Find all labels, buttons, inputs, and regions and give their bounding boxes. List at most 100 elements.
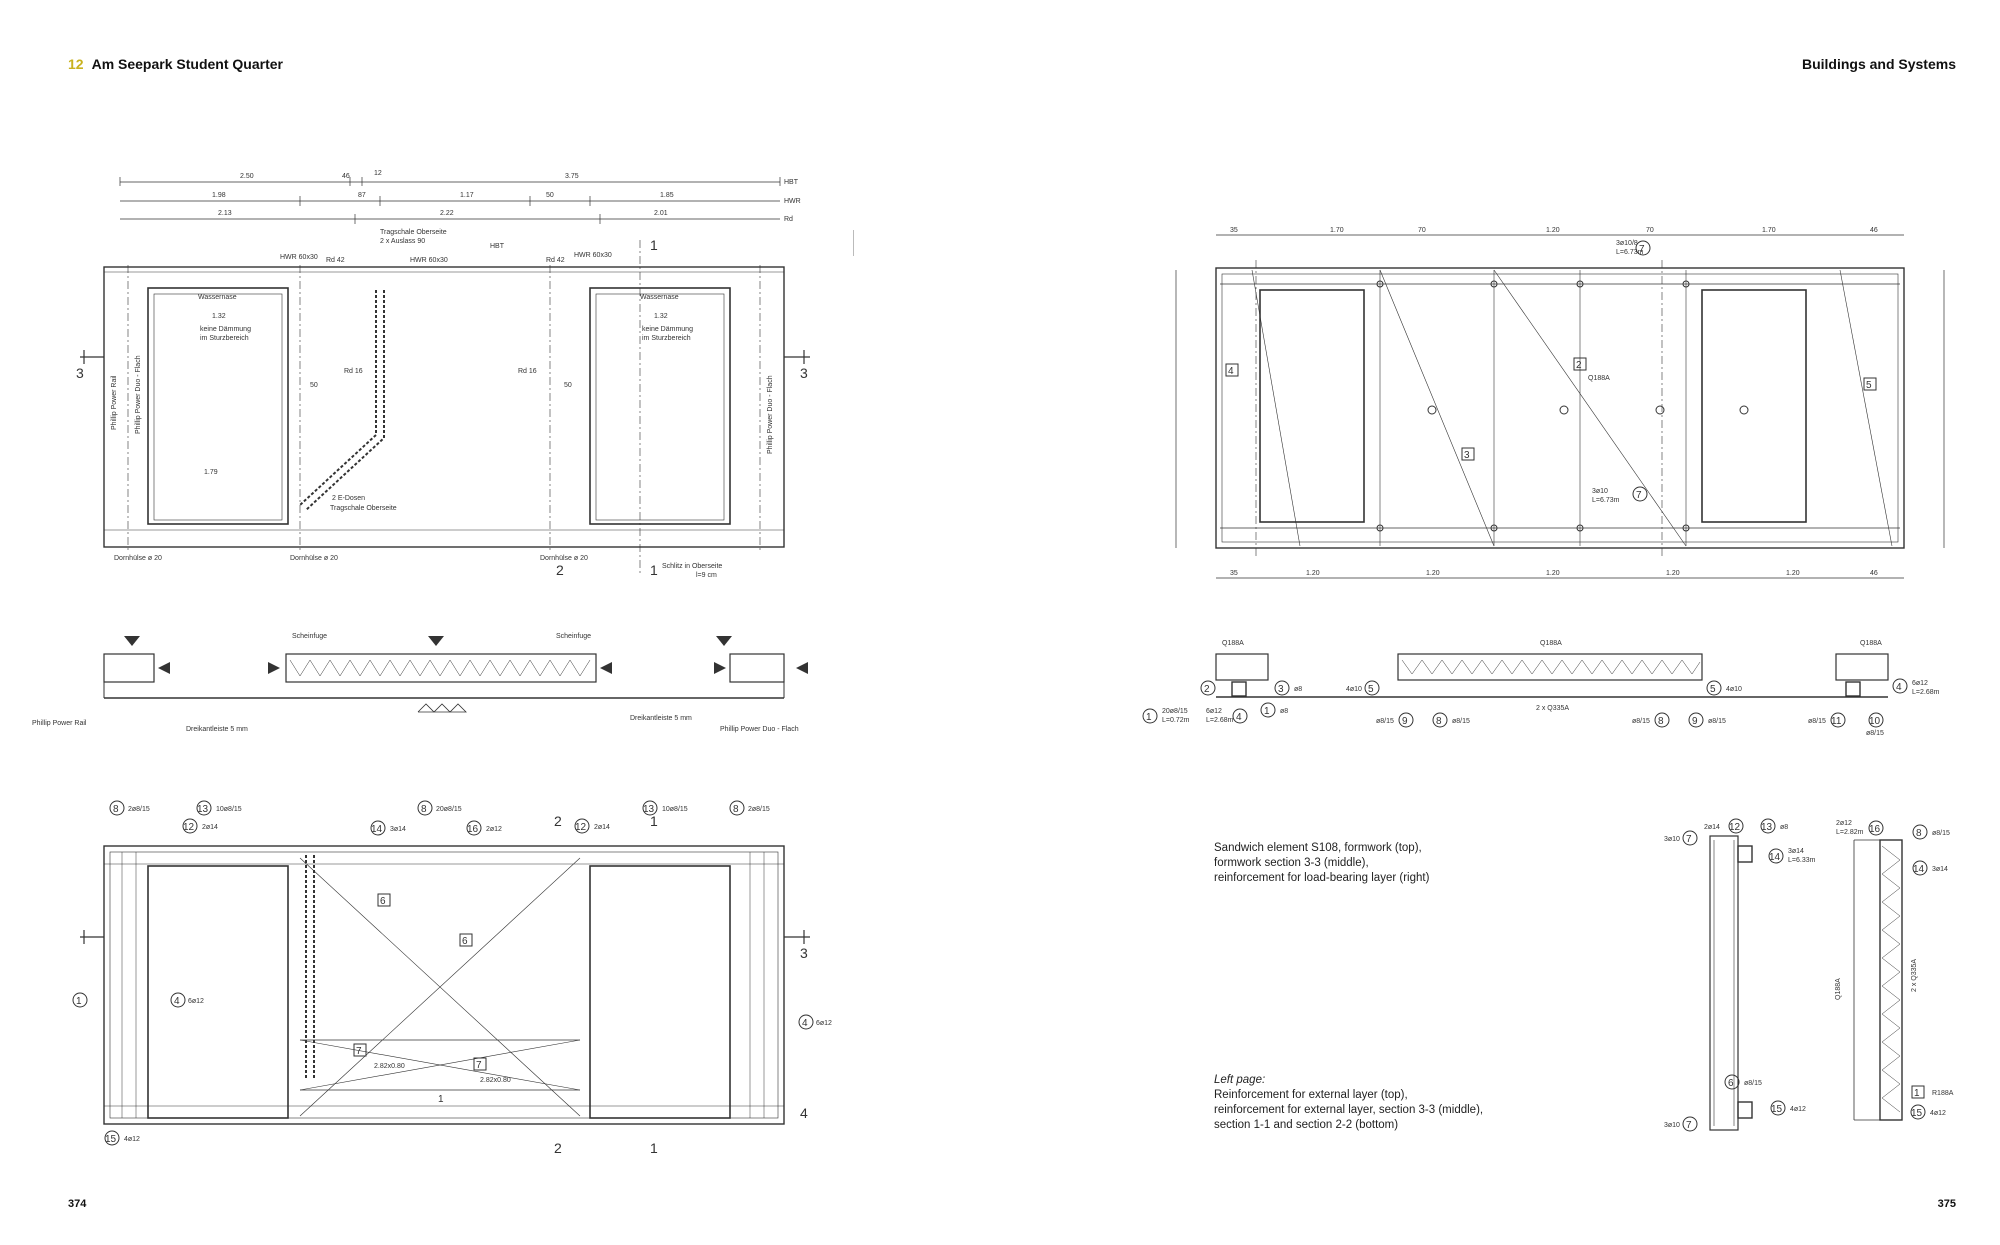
bar-callout: 12 [183,822,195,833]
bar-callout: 2 [1204,684,1210,695]
bar-callout: 6 [380,896,386,907]
section-label: 3 [800,945,808,961]
dim-label: 2.22 [440,210,454,217]
note: 1.32 [654,313,668,320]
dim-label: 70 [1646,227,1654,234]
bar-spec: 3ø14 [1932,866,1948,873]
note: 50 [310,382,318,389]
level-label: Rd [784,216,793,223]
note: HWR 60x30 [280,254,318,261]
note: 50 [564,382,572,389]
bar-spec: ø8/15 [1866,730,1884,737]
note: Rd 16 [518,368,537,375]
dim-label: 1.70 [1762,227,1776,234]
bar-spec: 4ø10 [1346,686,1362,693]
dim-label: 46 [1870,570,1878,577]
bar-spec: L=2.82m [1836,829,1864,836]
bar-callout: 7 [1639,244,1645,255]
note: Dornhülse ø 20 [114,555,162,562]
note: Phillip Power Rail [111,375,118,430]
caption-line: Reinforcement for external layer (top), [1214,1089,1408,1101]
bar-spec: Q188A [1540,640,1562,647]
section-label: 4 [800,1105,808,1121]
note: l=9 cm [696,572,717,579]
note: Dornhülse ø 20 [290,555,338,562]
bar-callout: 7 [1636,490,1642,501]
bar-spec: 4ø12 [1790,1106,1806,1113]
bar-spec: 4ø12 [124,1136,140,1143]
bar-spec: 6ø12 [1206,708,1222,715]
window-opening [589,287,731,525]
bar-spec: ø8/15 [1744,1080,1762,1087]
dim-label: 1.20 [1546,570,1560,577]
dim-label: 1.20 [1306,570,1320,577]
bar-spec: 3ø14 [390,826,406,833]
note: Wassernase [640,294,679,301]
bar-spec: 2ø14 [1704,824,1720,831]
bar-callout: 16 [1869,824,1881,835]
note: Scheinfuge [556,633,591,640]
bar-callout: 14 [1769,852,1781,863]
dim-label: 3.75 [565,173,579,180]
bar-callout: 11 [1831,716,1842,727]
dim-label: 50 [546,192,554,199]
dim-label: 70 [1418,227,1426,234]
chapter-number: 12 [68,56,84,72]
dim-label: 2.01 [654,210,668,217]
note: keine Dämmung [200,326,251,333]
section-label: 1 [650,237,658,253]
dim-label: 1.85 [660,192,674,199]
right-bottom-sections: 7 3ø10 12 2ø14 13 ø8 14 3ø14 L=6.33m 6 ø… [1664,818,1954,1132]
bar-callout: 7 [1686,1120,1692,1131]
bar-spec: 3ø14 [1788,848,1804,855]
bar-callout: 8 [421,804,427,815]
note: Schlitz in Oberseite [662,563,722,570]
caption-left-page: Left page: Reinforcement for external la… [1214,1073,1483,1133]
bar-spec: ø8 [1280,708,1288,715]
bar-spec: 3ø10 [1664,1122,1680,1129]
note: Wassernase [198,294,237,301]
note: Phillip Power Duo - Flach [135,355,142,434]
caption-line: Sandwich element S108, formwork (top), [1214,842,1422,854]
page-number-right: 375 [1937,1198,1956,1210]
caption-line: section 1-1 and section 2-2 (bottom) [1214,1119,1399,1131]
bar-callout: 6 [1728,1078,1734,1089]
bar-spec: 3ø10 [1592,488,1608,495]
note: Rd 42 [326,257,345,264]
bar-callout: 15 [1911,1108,1923,1119]
note: Tragschale Oberseite [330,505,397,512]
bar-spec: Q188A [1860,640,1882,647]
bar-callout: 1 [1264,706,1270,717]
note: HWR 60x30 [410,257,448,264]
dim-label: 46 [342,173,350,180]
section-title: Buildings and Systems [1801,56,1956,72]
bar-spec: 4ø12 [1930,1110,1946,1117]
dim-label: 35 [1230,570,1238,577]
bar-spec: L=2.68m [1206,717,1234,724]
section-marker-3 [80,350,810,364]
bar-spec: ø8/15 [1808,718,1826,725]
bar-spec: 20ø8/15 [1162,708,1188,715]
bar-spec: 3ø10 [1664,836,1680,843]
bar-spec: 2ø8/15 [128,806,150,813]
bar-callout: 4 [174,996,180,1007]
bar-callout: 10 [1869,716,1881,727]
bar-callout: 7 [356,1046,362,1057]
left-top-elevation: 2.50 46 12 3.75 1.98 87 1.17 50 1.85 2.1… [76,170,810,579]
bar-callout: 15 [1771,1104,1783,1115]
bar-callout: 14 [371,824,383,835]
dim-label: 2.50 [240,173,254,180]
section-label: 1 [650,1140,658,1156]
page-number-left: 374 [68,1198,87,1210]
bar-spec: L=2.68m [1912,689,1940,696]
bar-callout: 2 [1576,360,1582,371]
bar-callout: 13 [1761,822,1773,833]
bar-spec: ø8/15 [1932,830,1950,837]
bar-spec: 10ø8/15 [662,806,688,813]
note: 1.32 [212,313,226,320]
bar-callout: 4 [1896,682,1902,693]
note: Rd 16 [344,368,363,375]
section-label: 1 [650,562,658,578]
note: 1.79 [204,469,218,476]
